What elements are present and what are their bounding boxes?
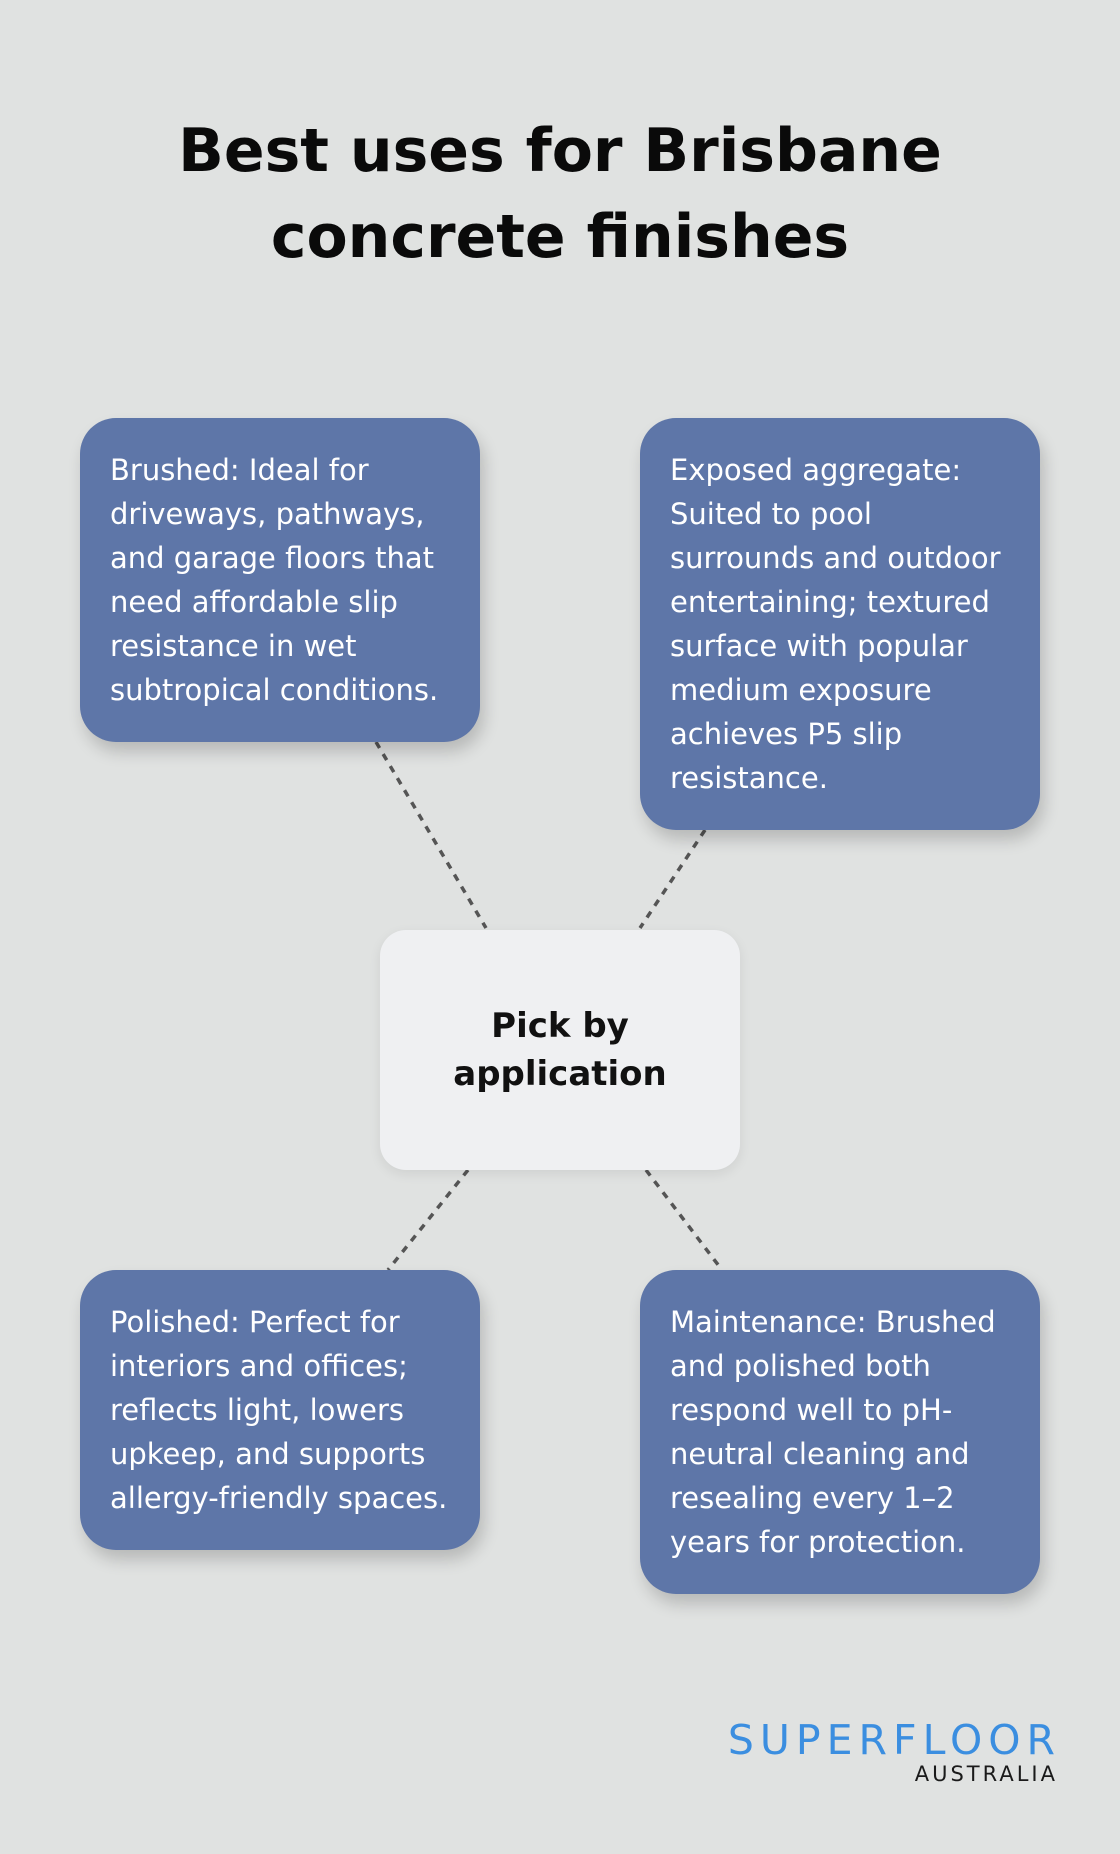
connector-exposed-aggregate — [638, 829, 707, 929]
connector-brushed — [374, 741, 488, 929]
brand-logo: SUPERFLOOR AUSTRALIA — [640, 1718, 1055, 1786]
page-title: Best uses for Brisbane concrete finishes — [178, 116, 942, 272]
center-label: Pick by application — [453, 1006, 667, 1094]
card-maintenance: Maintenance: Brushed and polished both r… — [640, 1270, 1040, 1594]
card-exposed-aggregate: Exposed aggregate: Suited to pool surrou… — [640, 418, 1040, 830]
center-node: Pick by application — [380, 930, 740, 1170]
brand-name: SUPERFLOOR — [727, 1716, 1061, 1764]
connector-maintenance — [644, 1168, 724, 1272]
connector-polished — [386, 1168, 470, 1272]
card-brushed: Brushed: Ideal for driveways, pathways, … — [80, 418, 480, 742]
card-polished: Polished: Perfect for interiors and offi… — [80, 1270, 480, 1550]
brand-subtitle: AUSTRALIA — [914, 1762, 1058, 1786]
